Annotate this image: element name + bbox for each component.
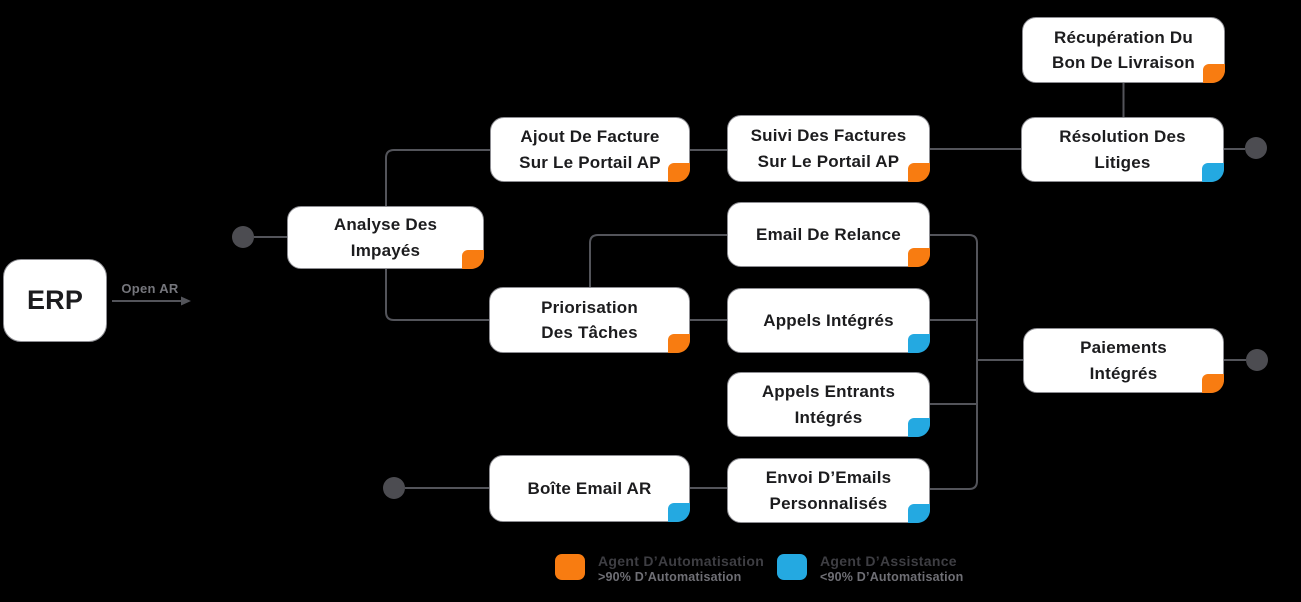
automation-badge <box>908 248 930 267</box>
node-label: Appels Intégrés <box>763 310 894 330</box>
legend-item-automation: Agent D’Automatisation >90% D’Automatisa… <box>555 553 764 585</box>
automation-badge <box>908 163 930 182</box>
node-label: Récupération Du Bon De Livraison <box>1051 27 1195 73</box>
end-dot-paiements <box>1246 349 1268 371</box>
node-priorisation-des-taches: Priorisation Des Tâches <box>489 287 690 353</box>
automation-badge <box>462 250 484 269</box>
edge-analyse-to-ajout <box>385 149 490 206</box>
node-paiements-integres: Paiements Intégrés <box>1023 328 1224 393</box>
legend-swatch-automation <box>555 554 585 580</box>
legend-subtitle-automation: >90% D’Automatisation <box>598 570 742 584</box>
automation-badge <box>668 163 690 182</box>
node-boite-email-ar: Boîte Email AR <box>489 455 690 522</box>
node-erp: ERP <box>3 259 107 342</box>
node-recuperation-bon-livraison: Récupération Du Bon De Livraison <box>1022 17 1225 83</box>
assistance-badge <box>908 418 930 437</box>
node-label: Appels Entrants Intégrés <box>761 382 896 427</box>
assistance-badge <box>1202 163 1224 182</box>
node-label: Suivi Des Factures Sur Le Portail AP <box>750 126 907 171</box>
node-ajout-de-facture: Ajout De Facture Sur Le Portail AP <box>490 117 690 182</box>
node-label: Priorisation Des Tâches <box>541 297 638 343</box>
legend-title-automation: Agent D’Automatisation <box>598 553 765 569</box>
assistance-badge <box>908 334 930 353</box>
node-label: Analyse Des Impayés <box>333 215 438 260</box>
node-envoi-emails-personnalises: Envoi D’Emails Personnalisés <box>727 458 930 523</box>
node-label: Boîte Email AR <box>527 478 652 498</box>
edge-label-open-ar: Open AR <box>121 281 179 296</box>
edge-analyse-to-priorisation <box>385 269 489 321</box>
node-label: Paiements Intégrés <box>1080 338 1167 383</box>
node-label: Envoi D’Emails Personnalisés <box>765 468 892 513</box>
edge-bus-relance-envoi <box>930 234 978 490</box>
legend-subtitle-assistance: <90% D’Automatisation <box>820 570 964 584</box>
legend-item-assistance: Agent D’Assistance <90% D’Automatisation <box>777 553 963 585</box>
node-resolution-des-litiges: Résolution Des Litiges <box>1021 117 1224 182</box>
node-appels-integres: Appels Intégrés <box>727 288 930 353</box>
automation-badge <box>1202 374 1224 393</box>
node-label: Résolution Des Litiges <box>1059 127 1186 172</box>
node-label: Ajout De Facture Sur Le Portail AP <box>519 127 661 172</box>
node-suivi-des-factures: Suivi Des Factures Sur Le Portail AP <box>727 115 930 182</box>
automation-badge <box>1203 64 1225 83</box>
node-appels-entrants-integres: Appels Entrants Intégrés <box>727 372 930 437</box>
assistance-badge <box>668 503 690 522</box>
node-erp-label: ERP <box>26 285 84 316</box>
node-label: Email De Relance <box>756 224 901 244</box>
start-dot-boite <box>383 477 405 499</box>
legend-title-assistance: Agent D’Assistance <box>820 553 957 569</box>
node-analyse-des-impayes: Analyse Des Impayés <box>287 206 484 269</box>
arrowhead-open-ar <box>181 296 191 306</box>
automation-badge <box>668 334 690 353</box>
node-email-de-relance: Email De Relance <box>727 202 930 267</box>
start-dot-analyse <box>232 226 254 248</box>
end-dot-resolution <box>1245 137 1267 159</box>
assistance-badge <box>908 504 930 523</box>
edge-priorisation-to-email-relance <box>589 234 727 287</box>
legend-swatch-assistance <box>777 554 807 580</box>
